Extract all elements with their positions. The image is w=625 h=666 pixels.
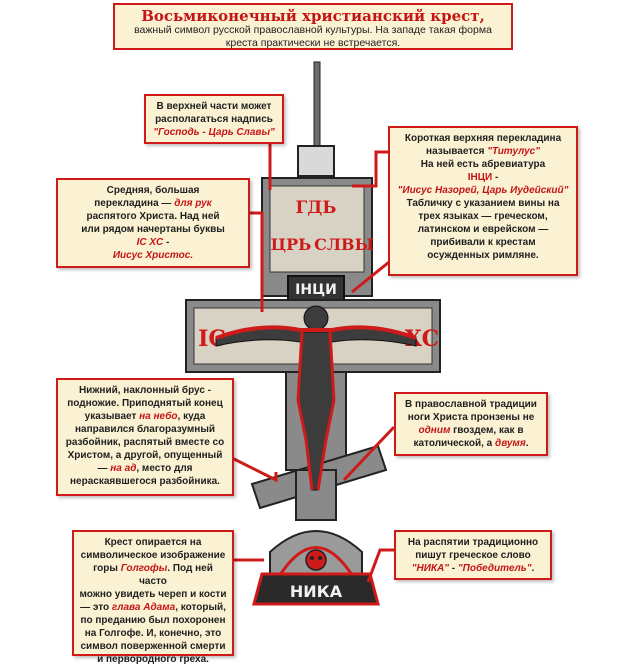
note-golgotha-line6: по преданию был похоронен — [80, 615, 226, 626]
note-titulus-line7: латинском и еврейском — — [417, 224, 549, 235]
note-lower-line3: указывает на небо, куда — [62, 410, 228, 423]
note-middle-icxc: IC XC — [136, 237, 164, 248]
cross-text-glory: СЛВЫ — [314, 235, 374, 254]
note-top-quote: "Господь - Царь Славы" — [153, 127, 275, 138]
note-nails-line4a: католической, а — [413, 438, 496, 449]
note-lower-line7a: — — [97, 463, 111, 474]
note-golgotha-line5b: , который, — [175, 602, 226, 613]
note-titulus-line4: IНЦИ - — [394, 171, 572, 184]
note-middle-crossbar: Средняя, большая перекладина — для рук р… — [56, 178, 250, 268]
note-lower-line8: нераскаявшегося разбойника. — [70, 476, 220, 487]
note-lower-to-hell: на ад — [110, 463, 137, 474]
cross-text-tsar: ЦРЬ — [271, 235, 312, 254]
note-lower-to-heaven: на небо — [139, 411, 178, 422]
title-sub-line1: важный символ русской православной культ… — [134, 24, 492, 36]
note-titulus-line5: Табличку с указанием вины на — [406, 198, 560, 209]
note-nika-line2: пишут греческое слово — [415, 550, 531, 561]
cross-upper-panel — [269, 185, 365, 273]
note-titulus-line9: осужденных римляне. — [427, 250, 539, 261]
note-nika-line1: На распятии традиционно — [407, 537, 539, 548]
note-golgotha-line5a: — это — [80, 602, 112, 613]
note-golgotha-word: Голгофы — [120, 563, 168, 574]
note-lower-line6: Христом, а другой, опущенный — [67, 450, 223, 461]
cross-text-gd: ГДЬ — [296, 198, 337, 218]
note-lower-line5: разбойник, распятый вместе со — [65, 437, 225, 448]
note-titulus-line3: На ней есть абревиатура — [420, 159, 546, 170]
cross-text-inci: IНЦИ — [295, 282, 337, 298]
note-nails-line3b: гвоздем, как в — [450, 425, 524, 436]
note-middle-line2: перекладина — для рук — [62, 197, 244, 210]
note-golgotha-line8: символ поверженной смерти — [80, 641, 226, 652]
cross-titulus — [287, 275, 345, 301]
note-top-line2: располагаться надпись — [155, 114, 273, 125]
note-titulus-inci: IНЦИ — [467, 172, 493, 183]
body-highlight — [296, 331, 336, 491]
note-top-inscription: В верхней части может располагаться надп… — [144, 94, 284, 144]
note-golgotha-line3a: горы — [93, 563, 121, 574]
note-footrest: Нижний, наклонный брус - подножие. Припо… — [56, 378, 234, 496]
callout-lines — [231, 142, 396, 583]
cross-top-pin — [313, 61, 321, 151]
note-nails-line4b: . — [525, 438, 529, 449]
note-nails-one: одним — [418, 425, 451, 436]
note-golgotha-line3: горы Голгофы. Под ней часто — [78, 562, 228, 588]
note-lower-line7b: , место для — [136, 463, 193, 474]
note-titulus-line1: Короткая верхняя перекладина — [404, 133, 562, 144]
note-nika-line3: "НИКА" - "Победитель". — [400, 562, 546, 575]
note-nika-end: . — [531, 563, 535, 574]
note-golgotha-line2: символическое изображение — [80, 550, 226, 561]
note-nails-line1: В православной традиции — [405, 399, 537, 410]
note-nika-word: "НИКА" — [411, 563, 450, 574]
note-lower-line3a: указывает — [84, 411, 140, 422]
note-lower-line3b: , куда — [177, 411, 206, 422]
note-golgotha-line3b: . Под ней часто — [139, 563, 213, 587]
note-nails-line2: ноги Христа пронзены не — [407, 412, 535, 423]
note-lower-line2: подножие. Приподнятый конец — [67, 398, 223, 409]
note-titulus: Короткая верхняя перекладина называется … — [388, 126, 578, 276]
skull-icon — [305, 549, 327, 571]
note-titulus-line6: трех языках — греческом, — [418, 211, 548, 222]
note-titulus-line2: называется "Титулус" — [394, 145, 572, 158]
note-middle-line2-text: перекладина — — [94, 198, 175, 209]
note-nika: На распятии традиционно пишут греческое … — [394, 530, 552, 580]
note-golgotha-line4: можно увидеть череп и кости — [79, 589, 227, 600]
note-golgotha-adam: глава Адама — [111, 602, 176, 613]
note-golgotha: Крест опирается на символическое изображ… — [72, 530, 234, 665]
cross-top-cap — [297, 145, 335, 177]
note-middle-name: Иисус Христос. — [112, 250, 194, 261]
note-middle-line5: IC XC - — [62, 236, 244, 249]
note-middle-line3: распятого Христа. Над ней — [86, 211, 220, 222]
title-box: Восьмиконечный христианский крест, важны… — [113, 3, 513, 50]
golgotha-highlight — [278, 546, 354, 576]
title-sub-line2: креста практически не встречается. — [225, 37, 401, 49]
note-nails-two: двумя — [495, 438, 526, 449]
note-lower-line1: Нижний, наклонный брус - — [78, 385, 212, 396]
note-top-line1: В верхней части может — [156, 101, 272, 112]
crucified-figure — [215, 305, 417, 491]
note-middle-line1: Средняя, большая — [106, 185, 200, 196]
note-lower-line7: — на ад, место для — [62, 462, 228, 475]
note-nika-victor: "Победитель" — [457, 563, 532, 574]
note-golgotha-line1: Крест опирается на — [104, 537, 202, 548]
nika-plate — [252, 572, 380, 606]
cross-text-nika: НИКА — [290, 582, 343, 601]
note-titulus-line8: прибивали к крестам — [430, 237, 536, 248]
note-middle-line4: или рядом начертаны буквы — [81, 224, 225, 235]
note-middle-dash: - — [163, 237, 170, 248]
note-middle-for-hands: для рук — [174, 198, 212, 209]
note-nails: В православной традиции ноги Христа прон… — [394, 392, 548, 456]
note-titulus-meaning: "Иисус Назорей, Царь Иудейский" — [397, 185, 569, 196]
note-golgotha-line5: — это глава Адама, который, — [78, 601, 228, 614]
note-nails-line4: католической, а двумя. — [400, 437, 542, 450]
note-titulus-word: "Титулус" — [487, 146, 540, 157]
note-titulus-line2-text: называется — [426, 146, 488, 157]
note-nika-sep: - — [449, 563, 458, 574]
note-titulus-dash: - — [492, 172, 499, 183]
title-main: Восьмиконечный христианский крест, — [141, 7, 485, 25]
note-golgotha-line7: на Голгофе. И, конечно, это — [84, 628, 222, 639]
note-lower-line4: направился благоразумный — [74, 424, 216, 435]
arms-highlight — [215, 325, 417, 340]
note-nails-line3: одним гвоздем, как в — [400, 424, 542, 437]
